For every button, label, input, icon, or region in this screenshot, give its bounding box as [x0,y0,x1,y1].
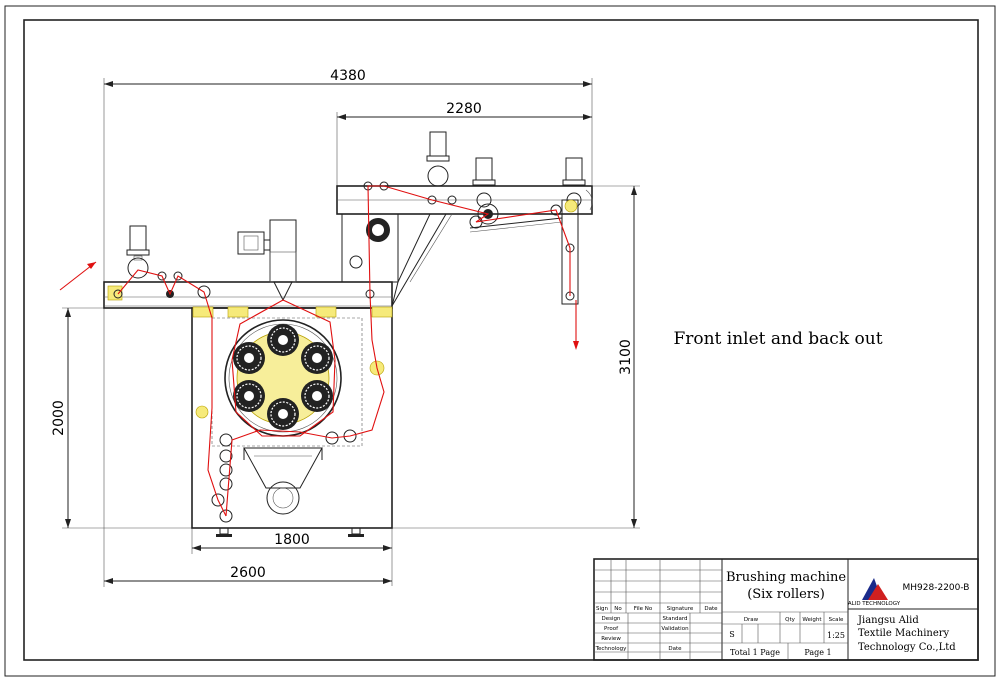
header-signature: Signature [667,606,694,612]
review-label: Review [601,636,621,642]
total-pages: Total 1 Page [730,648,780,657]
qty-label: Qty [785,617,795,623]
title-line1: Brushing machine [726,570,846,585]
drawing-code: MH928-2200-B [903,583,970,593]
dim-2600: 2600 [230,565,266,581]
dim-3100: 3100 [618,339,634,375]
company-line2: Textile Machinery [858,628,950,639]
logo-caption: ALID TECHNOLOGY [848,601,901,607]
page-number: Page 1 [804,648,831,657]
draw-label: Draw [744,617,759,623]
validation-label: Validation [661,626,689,632]
header-file-no: File No [634,606,653,612]
title-line2: (Six rollers) [747,587,825,602]
dim-2000: 2000 [51,400,67,436]
technology-label: Technology [595,646,628,652]
date-label: Date [668,646,682,652]
yellow-markers [107,199,578,419]
machine-body [103,185,593,537]
flow-note: Front inlet and back out [673,329,882,349]
scale-label: Scale [829,617,844,623]
dimension-lines [62,78,640,587]
inner-border [23,19,979,661]
dim-2280: 2280 [446,101,482,117]
motors [126,131,593,279]
proof-label: Proof [604,626,619,632]
dim-4380: 4380 [330,68,366,84]
brush-rollers [233,324,333,430]
header-no: No [614,606,622,612]
scale-value: 1:25 [827,631,845,640]
company-line1: Jiangsu Alid [857,615,919,626]
weight-label: Weight [802,617,822,623]
outer-border [4,5,996,677]
fabric-path [59,185,579,517]
header-date: Date [704,606,718,612]
title-block [593,558,979,661]
dim-1800: 1800 [274,532,310,548]
guide-rollers [113,181,575,523]
design-label: Design [602,616,622,622]
standard-label: Standard [662,616,687,622]
s-mark: S [729,630,734,639]
company-line3: Technology Co.,Ltd [858,642,956,653]
header-sign: Sign [596,606,609,612]
